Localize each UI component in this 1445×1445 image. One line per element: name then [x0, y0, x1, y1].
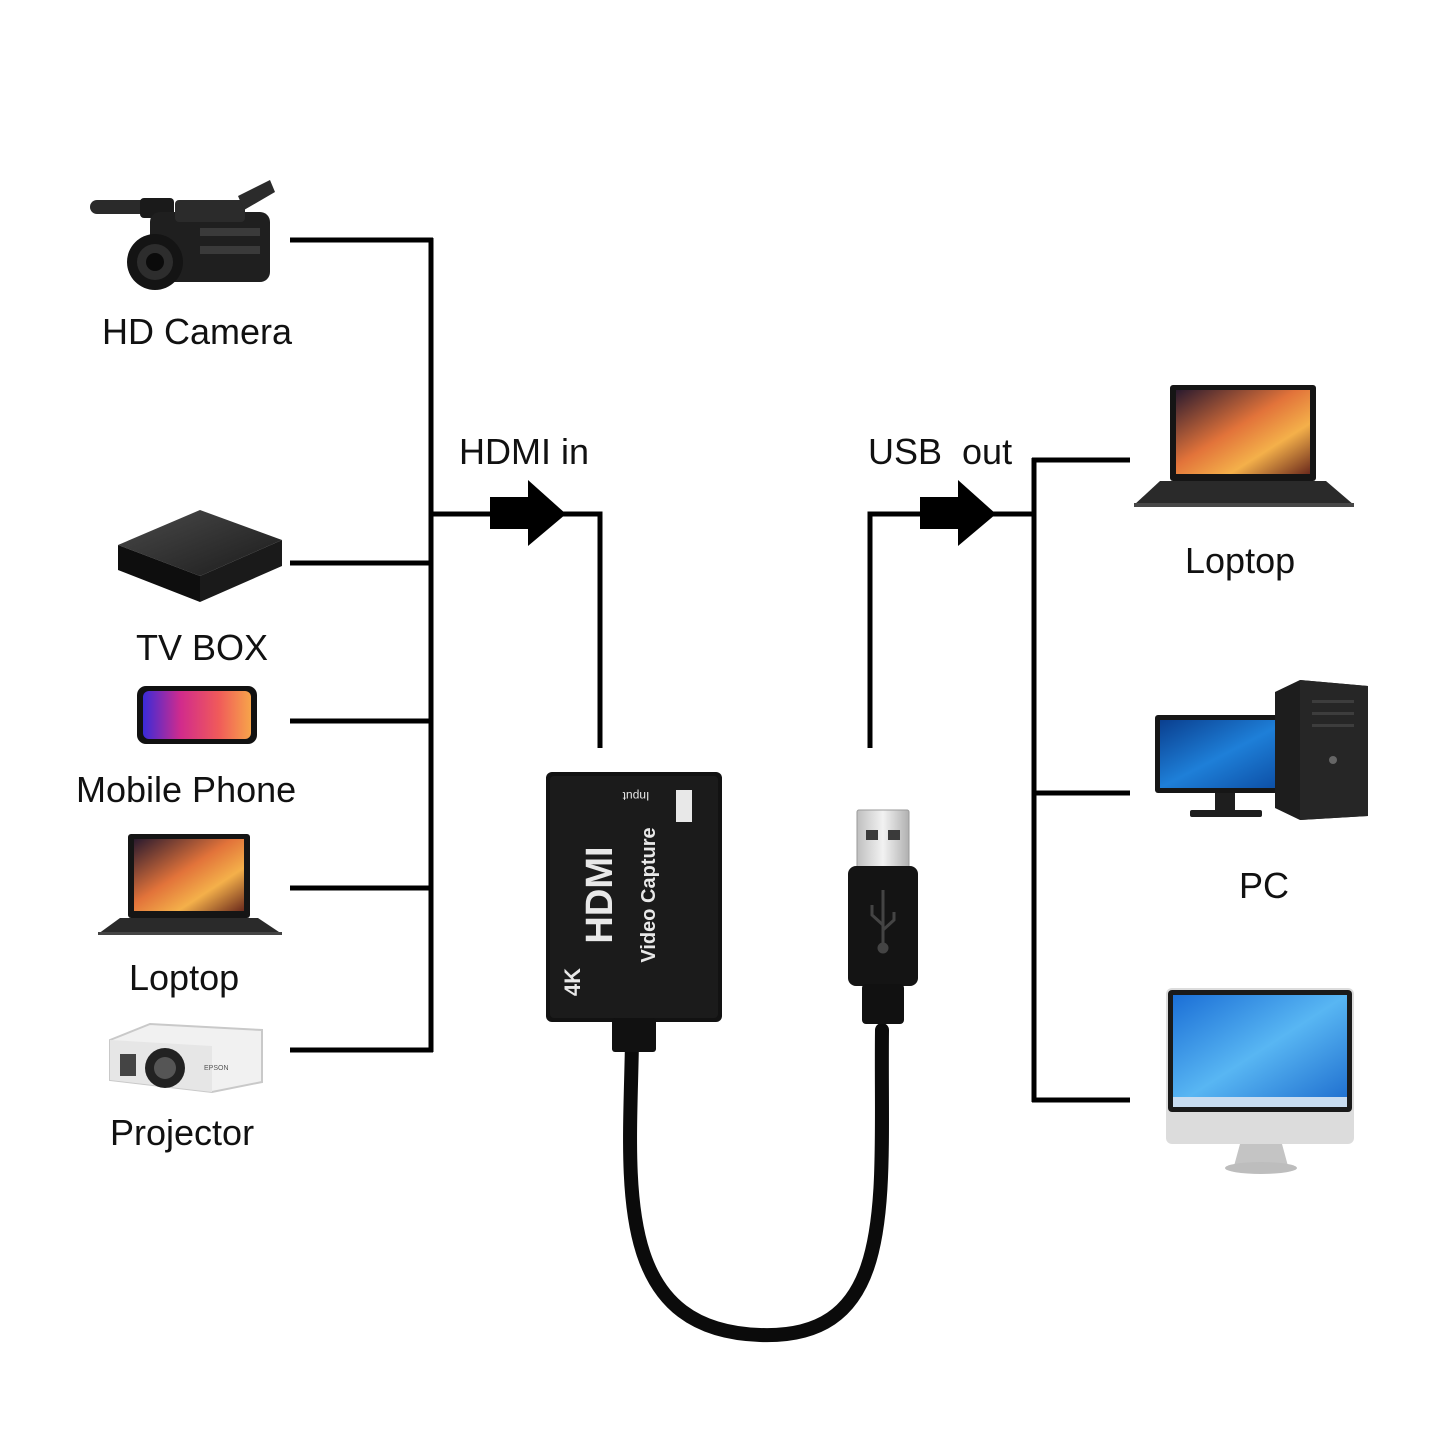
laptop-input-label: Loptop — [129, 957, 239, 998]
svg-text:EPSON: EPSON — [204, 1065, 229, 1072]
pc-icon — [1155, 680, 1368, 820]
usb-cable — [623, 1023, 889, 1343]
mobile-phone-icon — [137, 686, 257, 744]
device-4k-badge: 4K — [560, 968, 585, 996]
hdmi-badge — [676, 790, 692, 822]
mobile-phone-label: Mobile Phone — [76, 769, 296, 810]
usb-out-line — [867, 511, 1034, 748]
hdmi-in-label: HDMI in — [459, 431, 589, 472]
usb-out-arrow-icon — [920, 480, 996, 546]
laptop-output-label: Loptop — [1185, 540, 1295, 581]
tv-box-label: TV BOX — [136, 627, 268, 668]
device-brand: HDMI — [579, 846, 621, 943]
hd-camera-icon — [90, 180, 275, 290]
monitor-icon — [1166, 988, 1354, 1174]
device-port-label: Input — [622, 789, 649, 803]
hd-camera-label: HD Camera — [102, 311, 293, 352]
usb-symbol-icon — [870, 890, 896, 954]
projector-icon: EPSON — [109, 1022, 263, 1094]
output-bus — [867, 457, 1130, 1103]
capture-card-device: Input HDMI Video Capture 4K — [546, 772, 722, 1052]
laptop-output-icon — [1134, 385, 1354, 507]
input-bus — [290, 237, 603, 1053]
projector-label: Projector — [110, 1112, 254, 1153]
usb-out-label: USB out — [868, 431, 1012, 472]
tv-box-icon — [118, 510, 282, 602]
usb-a-plug — [848, 809, 918, 1024]
laptop-input-icon — [98, 834, 282, 935]
device-subtitle: Video Capture — [638, 827, 660, 962]
hdmi-in-line — [431, 511, 603, 748]
pc-label: PC — [1239, 865, 1289, 906]
hdmi-in-arrow-icon — [490, 480, 566, 546]
